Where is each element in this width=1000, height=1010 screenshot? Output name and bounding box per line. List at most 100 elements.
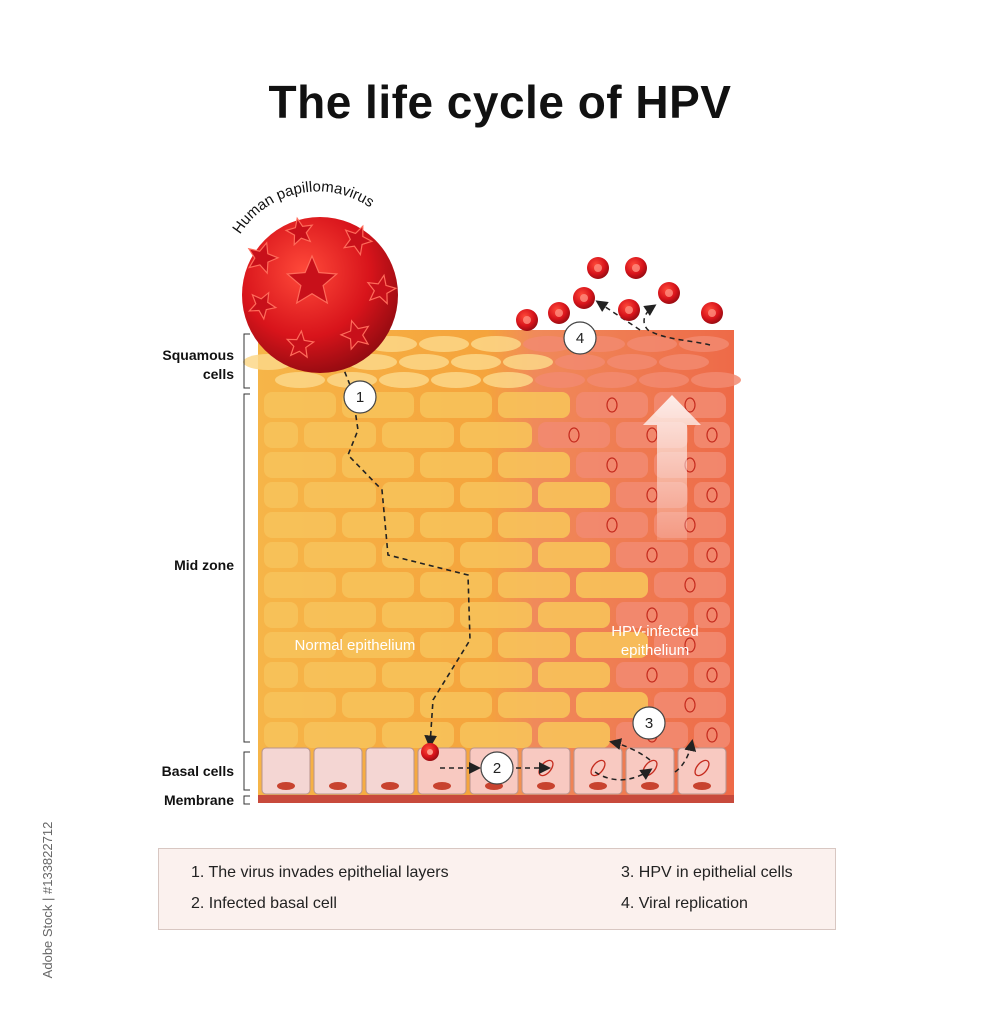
epithelial-cell xyxy=(538,662,610,688)
epithelial-cell xyxy=(498,392,570,418)
epithelial-cell xyxy=(420,452,492,478)
upward-arrow xyxy=(643,395,701,540)
epithelial-cell xyxy=(538,422,610,448)
infected-nucleus xyxy=(706,487,718,503)
epithelial-cell xyxy=(304,542,376,568)
stock-watermark-id: Adobe Stock | #133822712 xyxy=(40,821,55,979)
hpv-virus-icon xyxy=(242,216,398,373)
epithelial-cell xyxy=(498,692,570,718)
epithelial-cell xyxy=(498,452,570,478)
capsomere xyxy=(285,254,339,305)
squamous-cell xyxy=(587,372,637,388)
basal-nucleus xyxy=(277,782,295,790)
capsomere xyxy=(366,273,398,306)
infected-nucleus xyxy=(684,397,696,413)
infected-nucleus xyxy=(606,397,618,413)
epithelial-cell xyxy=(304,662,376,688)
basal-cell xyxy=(677,747,727,795)
infected-nucleus xyxy=(706,607,718,623)
step-marker-1: 1 xyxy=(343,380,377,414)
epithelial-cell xyxy=(498,512,570,538)
epithelial-cell xyxy=(576,512,648,538)
epithelial-cell xyxy=(264,722,298,748)
epithelial-cell xyxy=(420,572,492,598)
squamous-cell xyxy=(691,372,741,388)
step3-arrow-b xyxy=(609,738,651,761)
epithelial-cell xyxy=(382,662,454,688)
squamous-cell xyxy=(639,372,689,388)
capsomere xyxy=(247,241,280,275)
epithelial-cell xyxy=(460,482,532,508)
diagram-title: The life cycle of HPV xyxy=(268,76,732,128)
epithelial-cell xyxy=(460,422,532,448)
epithelial-cell xyxy=(538,722,610,748)
epithelial-cell xyxy=(420,512,492,538)
virion xyxy=(625,257,647,279)
epithelial-cell xyxy=(382,722,454,748)
infected-nucleus xyxy=(646,607,658,623)
epithelial-cell xyxy=(654,632,726,658)
basal-nucleus xyxy=(381,782,399,790)
epithelial-cell xyxy=(498,572,570,598)
basal-cell xyxy=(313,747,363,795)
basal-nucleus xyxy=(329,782,347,790)
basal-nucleus xyxy=(589,782,607,790)
epithelial-cell xyxy=(616,662,688,688)
epithelial-cell xyxy=(382,542,454,568)
step4-arrow-a xyxy=(643,304,711,346)
legend-box: 1. The virus invades epithelial layers 2… xyxy=(158,848,836,930)
infected-epithelium-label-1: HPV-infected xyxy=(611,623,699,640)
epithelial-cell xyxy=(576,452,648,478)
epithelial-cell xyxy=(460,662,532,688)
membrane-label: Membrane xyxy=(164,792,234,808)
epithelial-cell xyxy=(694,482,730,508)
epithelial-cell xyxy=(264,602,298,628)
viral-episome xyxy=(590,759,606,777)
epithelial-cell xyxy=(382,422,454,448)
epithelial-cell xyxy=(304,602,376,628)
infected-nucleus xyxy=(684,697,696,713)
epithelial-cell xyxy=(264,542,298,568)
epithelial-cell xyxy=(264,452,336,478)
virion xyxy=(658,282,680,304)
infected-nucleus xyxy=(706,727,718,743)
epithelial-cell xyxy=(694,542,730,568)
epithelial-cell xyxy=(538,542,610,568)
epithelial-cell xyxy=(264,482,298,508)
epithelial-cell xyxy=(342,692,414,718)
basement-membrane xyxy=(258,795,734,803)
infected-nucleus xyxy=(646,667,658,683)
squamous-cell xyxy=(523,336,573,352)
epithelial-cell xyxy=(264,392,336,418)
epithelial-cell xyxy=(264,692,336,718)
capsomere xyxy=(247,291,278,321)
epithelial-cell xyxy=(420,392,492,418)
epithelial-cell xyxy=(382,482,454,508)
epithelial-cell xyxy=(538,482,610,508)
epithelial-cell xyxy=(538,602,610,628)
virion xyxy=(701,302,723,324)
epithelial-cell xyxy=(264,632,336,658)
svg-text:3: 3 xyxy=(645,715,653,732)
mid-zone-label: Mid zone xyxy=(174,557,234,573)
legend-item-4: 4. Viral replication xyxy=(621,895,748,912)
epithelial-cell xyxy=(264,422,298,448)
normal-epithelium-label: Normal epithelium xyxy=(295,637,416,654)
legend-item-3: 3. HPV in epithelial cells xyxy=(621,864,793,881)
epithelial-cell xyxy=(382,602,454,628)
squamous-cell xyxy=(659,354,709,370)
squamous-cell xyxy=(679,336,729,352)
squamous-cell xyxy=(535,372,585,388)
epithelial-cell xyxy=(304,482,376,508)
infected-nucleus xyxy=(684,577,696,593)
infecting-virion xyxy=(421,743,439,761)
squamous-label-2: cells xyxy=(203,366,234,382)
epithelial-cell xyxy=(616,542,688,568)
epithelial-cell xyxy=(460,722,532,748)
epithelial-cell xyxy=(264,662,298,688)
epithelial-cell xyxy=(694,602,730,628)
epithelial-cell xyxy=(420,632,492,658)
epithelial-cell xyxy=(460,602,532,628)
epithelial-cell xyxy=(654,692,726,718)
